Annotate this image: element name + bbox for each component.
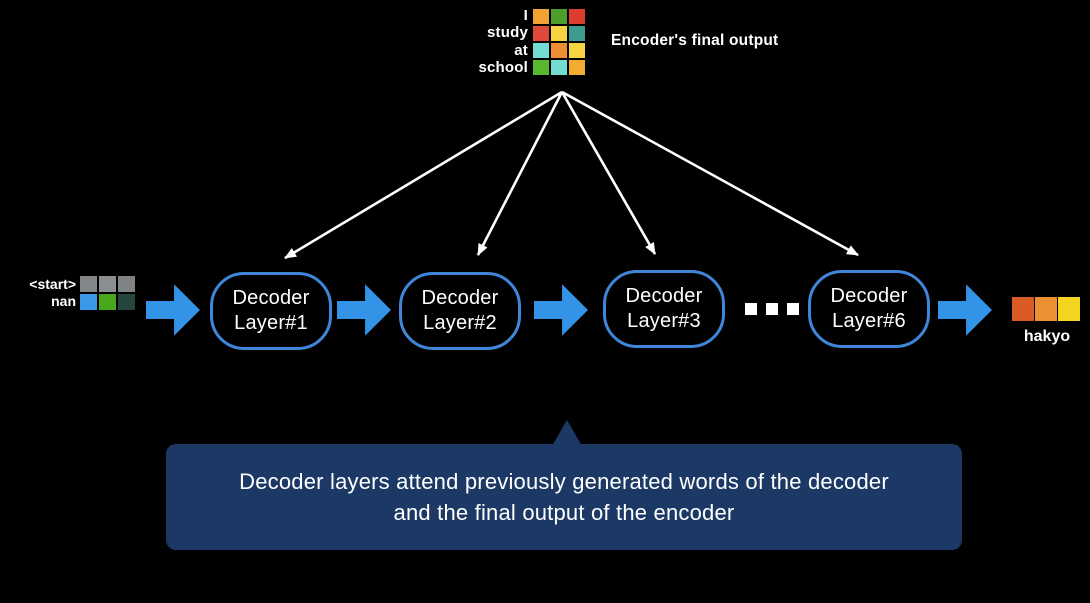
matrix-cell — [80, 276, 97, 292]
matrix-cell — [569, 43, 585, 58]
encoder-word: school — [478, 59, 528, 77]
matrix-cell — [533, 60, 549, 75]
decoder-layer-line1: Decoder — [830, 285, 908, 307]
decoder-layer-line2: Layer#3 — [627, 310, 701, 332]
flow-arrow-icon — [938, 284, 992, 336]
encoder-word: I — [523, 7, 528, 24]
encoder-word: study — [486, 24, 528, 42]
decoder-output-vector — [1012, 297, 1080, 321]
matrix-cell — [569, 26, 585, 41]
fan-arrow-to-layer2 — [476, 91, 564, 256]
decoder-layer-1-box: Decoder Layer#1 — [210, 272, 332, 350]
matrix-cell — [1035, 297, 1057, 321]
decoder-layer-3-box: Decoder Layer#3 — [603, 270, 725, 348]
matrix-cell — [118, 276, 135, 292]
matrix-cell — [551, 60, 567, 75]
start-token-label: <start> — [29, 276, 76, 292]
matrix-cell — [99, 276, 116, 292]
matrix-cell — [551, 9, 567, 24]
flow-arrow-icon — [337, 284, 391, 336]
matrix-cell — [569, 60, 585, 75]
fan-arrow-to-layer3 — [560, 91, 657, 255]
decoder-input-word: nan — [51, 293, 76, 309]
matrix-cell — [80, 294, 97, 310]
ellipsis-icon — [745, 303, 799, 315]
decoder-layer-line2: Layer#6 — [832, 310, 906, 332]
decoder-layer-6-box: Decoder Layer#6 — [808, 270, 930, 348]
matrix-cell — [1012, 297, 1034, 321]
fan-arrow-to-layer1 — [284, 90, 563, 260]
matrix-cell — [118, 294, 135, 310]
callout-pointer — [552, 420, 582, 446]
decoder-layer-line1: Decoder — [625, 285, 703, 307]
matrix-cell — [551, 43, 567, 58]
decoder-layer-line1: Decoder — [421, 287, 499, 309]
encoder-input-words: I study at school — [380, 7, 528, 77]
decoder-input-words: <start> nan — [0, 276, 76, 310]
decoder-layer-line2: Layer#2 — [423, 312, 497, 334]
flow-arrow-icon — [534, 284, 588, 336]
matrix-cell — [551, 26, 567, 41]
callout-text-line2: and the final output of the encoder — [393, 500, 735, 525]
decoder-layer-2-box: Decoder Layer#2 — [399, 272, 521, 350]
encoder-output-label: Encoder's final output — [611, 32, 779, 49]
flow-arrow-icon — [146, 284, 200, 336]
matrix-cell — [569, 9, 585, 24]
callout-box: Decoder layers attend previously generat… — [166, 444, 962, 550]
decoder-layer-line1: Decoder — [232, 287, 310, 309]
matrix-cell — [533, 9, 549, 24]
matrix-cell — [99, 294, 116, 310]
decoder-layer-line2: Layer#1 — [234, 312, 308, 334]
decoder-output-word: hakyo — [1023, 328, 1071, 345]
fan-arrow-to-layer6 — [561, 90, 859, 257]
encoder-word: at — [514, 41, 528, 59]
encoder-output-matrix — [533, 9, 585, 75]
matrix-cell — [533, 26, 549, 41]
matrix-cell — [533, 43, 549, 58]
decoder-input-matrix — [80, 276, 135, 310]
callout-text-line1: Decoder layers attend previously generat… — [239, 469, 889, 494]
matrix-cell — [1058, 297, 1080, 321]
